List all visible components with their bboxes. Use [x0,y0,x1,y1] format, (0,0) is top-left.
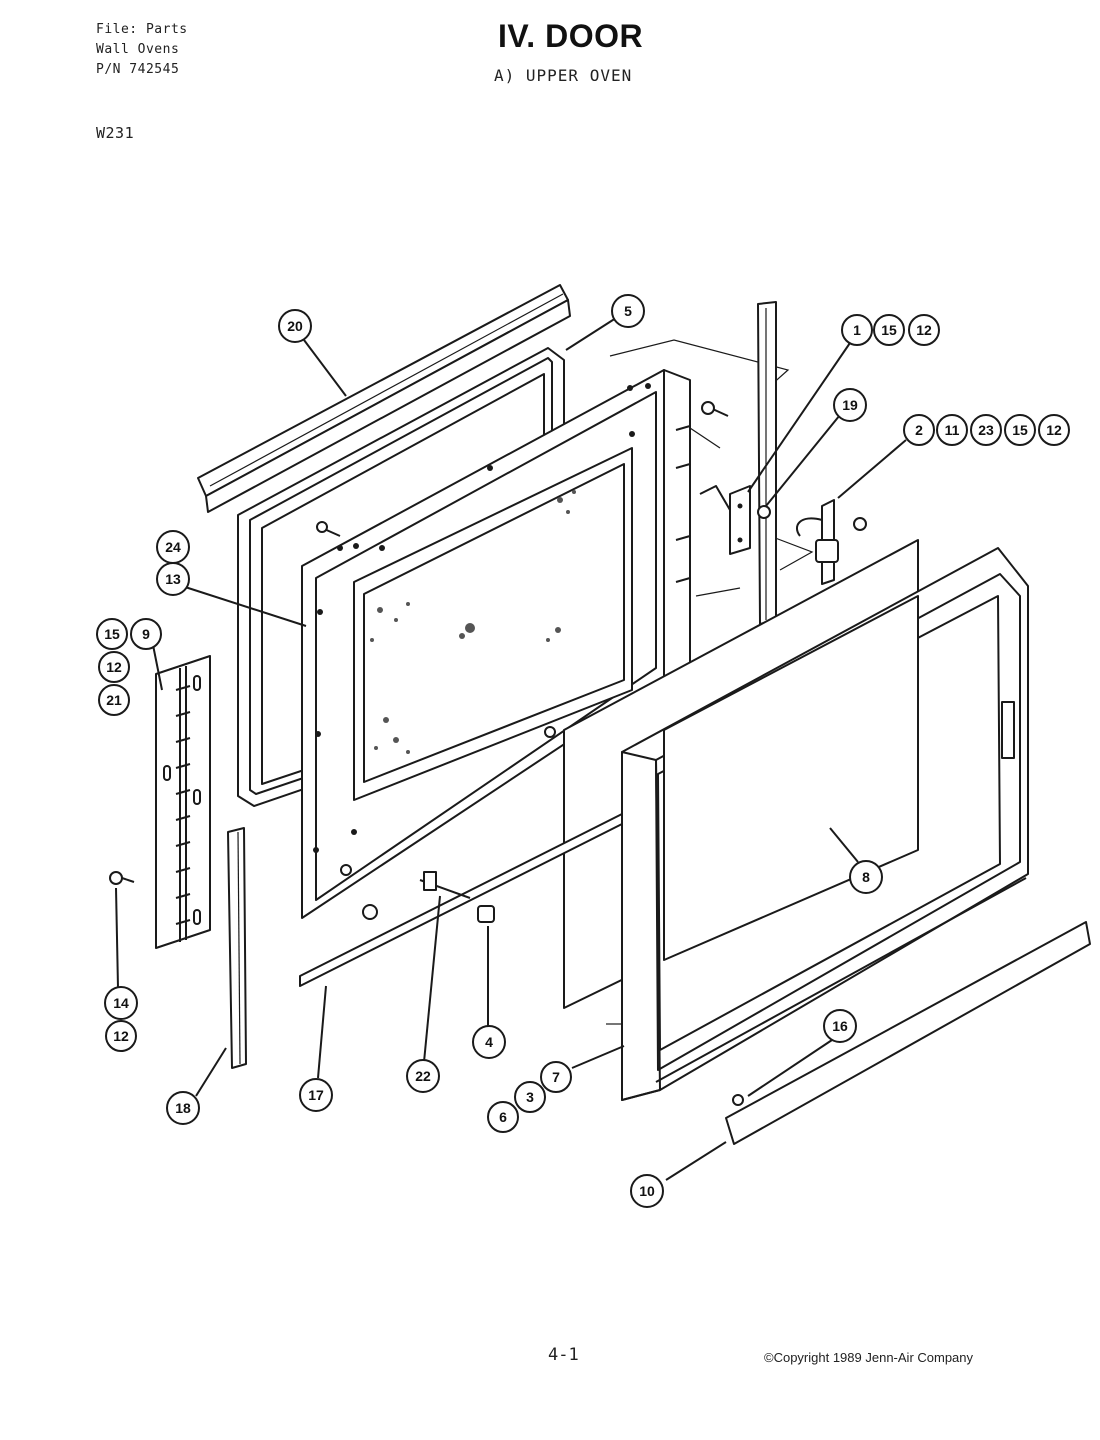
part-panel-screws [316,401,729,920]
part-inner-door-panel [301,369,691,919]
callout-14: 14 [104,986,138,1020]
callout-12: 12 [105,1020,137,1052]
svg-text:20: 20 [287,318,303,334]
part-door-pin [419,871,471,899]
svg-text:6: 6 [499,1109,507,1125]
svg-text:2: 2 [915,422,923,438]
svg-text:16: 16 [832,1018,848,1034]
svg-text:13: 13 [165,571,181,587]
callout-3: 3 [514,1081,546,1113]
part-number-label: P/N 742545 [96,62,180,77]
callout-1: 1 [841,314,873,346]
part-side-channel [227,827,247,1069]
svg-text:8: 8 [862,869,870,885]
svg-text:21: 21 [106,692,122,708]
model-number: W231 [96,124,135,142]
page-subtitle: A) UPPER OVEN [494,66,633,85]
part-bottom-trim [725,921,1091,1145]
page-number: 4-1 [548,1345,579,1365]
callout-21: 21 [98,684,130,716]
callout-15: 15 [96,618,128,650]
svg-text:18: 18 [175,1100,191,1116]
leader-lines [115,317,907,1181]
part-bottom-rod [299,813,623,987]
svg-text:23: 23 [978,422,994,438]
svg-text:1: 1 [853,322,861,338]
svg-text:9: 9 [142,626,150,642]
callout-9: 9 [130,618,162,650]
callout-12: 12 [1038,414,1070,446]
callout-12: 12 [908,314,940,346]
svg-text:10: 10 [639,1183,655,1199]
part-door-latch [795,499,867,585]
callout-24: 24 [156,530,190,564]
callout-7: 7 [540,1061,572,1093]
part-top-trim-strip [197,284,571,513]
callout-16: 16 [823,1009,857,1043]
copyright-notice: ©Copyright 1989 Jenn-Air Company [764,1350,974,1365]
product-label: Wall Ovens [96,42,180,57]
svg-text:12: 12 [1046,422,1062,438]
callout-5: 5 [611,294,645,328]
svg-text:12: 12 [106,659,122,675]
part-door-bumper [477,905,495,923]
svg-text:17: 17 [308,1087,324,1103]
svg-text:15: 15 [881,322,897,338]
callout-8: 8 [849,860,883,894]
callout-15: 15 [1004,414,1036,446]
svg-text:3: 3 [526,1089,534,1105]
svg-text:15: 15 [1012,422,1028,438]
callout-4: 4 [472,1025,506,1059]
svg-text:4: 4 [485,1034,493,1050]
callout-17: 17 [299,1078,333,1112]
svg-text:7: 7 [552,1069,560,1085]
part-trim-screw [732,1094,744,1106]
page-title: IV. DOOR [498,18,644,54]
callout-23: 23 [970,414,1002,446]
svg-text:11: 11 [945,422,960,438]
callout-15: 15 [873,314,905,346]
callout-2: 2 [903,414,935,446]
callout-19: 19 [833,388,867,422]
svg-text:12: 12 [916,322,932,338]
callout-10: 10 [630,1174,664,1208]
svg-text:22: 22 [415,1068,431,1084]
callout-18: 18 [166,1091,200,1125]
svg-text:12: 12 [113,1028,129,1044]
part-door-liner-outline [609,339,814,597]
callout-20: 20 [278,309,312,343]
svg-text:5: 5 [624,303,632,319]
part-hinge-screw [109,871,135,885]
part-outer-door-frame [621,547,1029,1101]
callout-11: 11 [936,414,968,446]
file-label: File: Parts [96,22,188,37]
callout-22: 22 [406,1059,440,1093]
callout-12: 12 [98,651,130,683]
svg-text:15: 15 [104,626,120,642]
svg-text:19: 19 [842,397,858,413]
part-hinge-bracket [699,485,771,555]
callout-13: 13 [156,562,190,596]
callout-6: 6 [487,1101,519,1133]
svg-text:24: 24 [165,539,181,555]
svg-text:14: 14 [113,995,129,1011]
part-door-hinge [155,655,211,949]
